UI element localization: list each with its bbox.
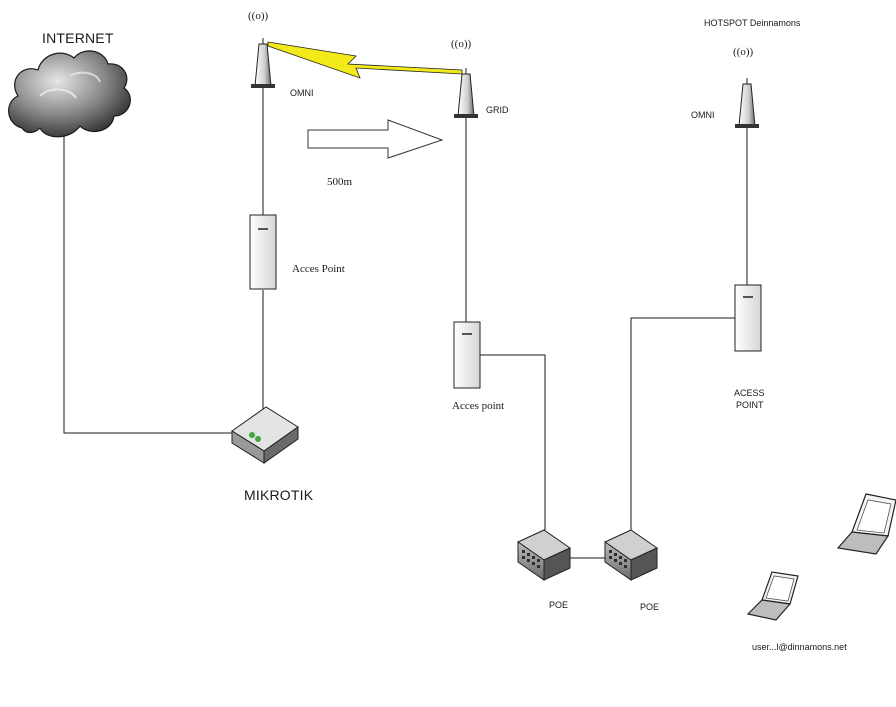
antenna-signal-glyph: ((o))	[248, 10, 268, 22]
label-access-point-right-line2: POINT	[736, 400, 764, 410]
router-icon	[232, 407, 298, 463]
connection-lines	[64, 84, 747, 558]
label-access-point-left: Acces Point	[292, 263, 345, 275]
line-poe-ap-right	[631, 318, 735, 540]
access-point-icon	[454, 322, 480, 388]
antenna-icon	[735, 78, 759, 128]
label-mikrotik: MIKROTIK	[244, 487, 313, 503]
line-internet-mikrotik	[64, 112, 232, 433]
antenna-signal-glyph: ((o))	[451, 38, 471, 50]
label-user: user...l@dinnamons.net	[752, 642, 847, 652]
laptop-icon	[838, 494, 896, 554]
label-grid: GRID	[486, 105, 509, 115]
switch-icon	[605, 530, 657, 580]
line-ap-mid-poe	[480, 355, 545, 540]
switch-icon	[518, 530, 570, 580]
access-point-icon	[735, 285, 761, 351]
label-access-point-right-line1: ACESS	[734, 388, 765, 398]
lightning-icon	[268, 42, 462, 78]
antenna-icon	[454, 68, 478, 118]
label-poe-right: POE	[640, 602, 659, 612]
label-poe-left: POE	[549, 600, 568, 610]
antenna-signal-glyph: ((o))	[733, 46, 753, 58]
arrow-icon	[308, 120, 442, 158]
label-distance: 500m	[327, 176, 352, 188]
label-omni-right: OMNI	[691, 110, 715, 120]
cloud-icon	[9, 51, 131, 137]
laptop-icon	[748, 572, 798, 620]
access-point-icon	[250, 215, 276, 289]
label-hotspot: HOTSPOT Deinnamons	[704, 18, 800, 28]
label-access-point-mid: Acces point	[452, 400, 504, 412]
label-omni-left: OMNI	[290, 88, 314, 98]
label-internet: INTERNET	[42, 30, 114, 46]
